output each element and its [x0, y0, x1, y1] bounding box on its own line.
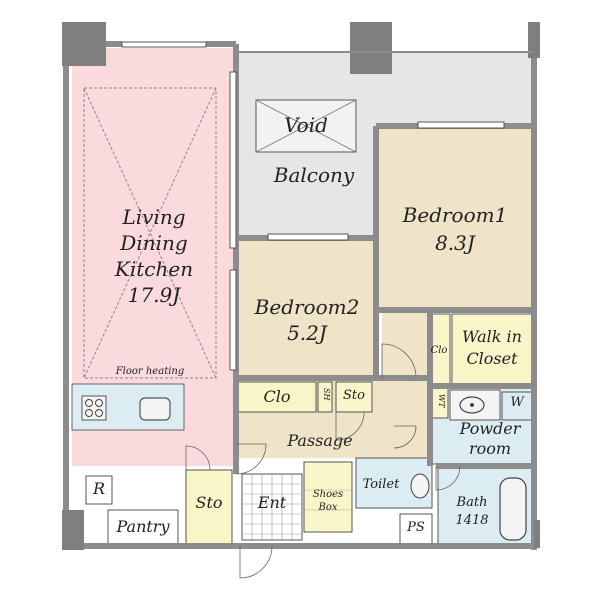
closet-label: Clo — [263, 387, 291, 406]
bedroom2-area — [236, 240, 374, 376]
ldk-size: 17.9J — [127, 283, 181, 307]
entry-storage-label: Sto — [195, 493, 223, 512]
shoes-box-line: Shoes — [312, 489, 344, 500]
stove-burner — [95, 409, 103, 417]
sh-area — [317, 381, 333, 413]
entrance-label: Ent — [257, 493, 287, 512]
stove-burner — [95, 399, 103, 407]
bedroom2-name: Bedroom2 — [254, 295, 360, 319]
shoes-box-area — [303, 461, 353, 533]
washbasin-icon — [459, 396, 485, 414]
entry-storage-area — [185, 469, 233, 545]
void-label: Void — [284, 113, 328, 137]
bedroom1-size: 8.3J — [435, 231, 475, 255]
storage-area — [335, 381, 373, 413]
floor-heating-note: Floor heating — [115, 366, 185, 377]
pipe-space-area — [399, 513, 433, 545]
pantry-label: Pantry — [116, 517, 170, 536]
walk-in-closet-line: Walk in — [462, 327, 522, 346]
powder-room-line: room — [468, 439, 512, 458]
shoes-box-line: Box — [318, 502, 338, 513]
floor-heating-diagonal — [83, 87, 217, 379]
bathtub-icon — [499, 477, 527, 541]
ldk-name-line: Dining — [120, 231, 188, 255]
bath-line: 1418 — [455, 513, 489, 528]
pipe-space-label: PS — [407, 520, 425, 535]
stove-burner — [85, 409, 93, 417]
bedroom1-name: Bedroom1 — [402, 203, 508, 227]
pillar — [62, 22, 106, 66]
sink-icon — [139, 397, 171, 421]
balcony-label: Balcony — [273, 163, 355, 187]
void-diagonal — [255, 99, 357, 153]
bedroom1-closet-label: Clo — [430, 345, 448, 356]
bath-line: Bath — [456, 495, 488, 510]
windows — [121, 41, 505, 371]
refrigerator-label: R — [92, 479, 106, 498]
powder-room-line: Powder — [459, 419, 521, 438]
ldk-name-line: Living — [122, 205, 186, 229]
toilet-label: Toilet — [362, 477, 400, 492]
pillar — [528, 22, 540, 58]
sh-label: SH — [322, 388, 331, 401]
toilet-bowl-icon — [410, 473, 430, 499]
ldk-area-2 — [184, 378, 236, 466]
stove-burner — [85, 399, 93, 407]
washing-machine-label: W — [510, 395, 524, 410]
bedroom1-area — [378, 128, 532, 308]
stove-icon — [81, 395, 107, 421]
refrigerator-area — [85, 475, 113, 505]
wt-label: WT — [437, 394, 446, 408]
storage-label: Sto — [343, 388, 365, 403]
ldk-name-line: Kitchen — [114, 257, 194, 281]
bedroom2-size: 5.2J — [287, 321, 327, 345]
door-swings — [185, 343, 461, 579]
washbasin-drain — [470, 403, 474, 407]
closet-area — [237, 381, 317, 413]
pillar — [62, 510, 84, 550]
pillar — [534, 520, 540, 548]
floor-heating-zone — [83, 87, 217, 379]
pillar — [350, 22, 392, 74]
walk-in-closet-line: Closet — [466, 349, 518, 368]
entrance-tiles — [241, 473, 303, 541]
floor-heating-diagonal — [83, 87, 217, 379]
passage-label: Passage — [287, 431, 353, 450]
pantry-area — [107, 509, 179, 545]
washbasin-counter — [449, 389, 501, 421]
